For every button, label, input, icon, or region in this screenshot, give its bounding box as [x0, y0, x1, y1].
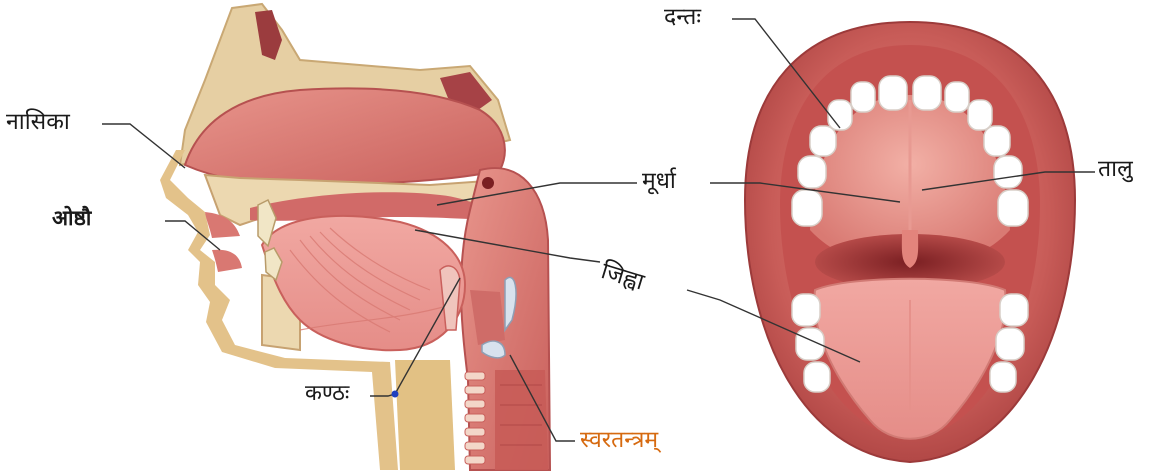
sagittal-head-section [160, 4, 550, 470]
label-oshthau: ओष्ठौ [52, 208, 91, 229]
label-svaratantram: स्वरतन्त्रम् [580, 429, 658, 452]
label-murdha: मूर्धा [642, 170, 676, 193]
kanthah-marker-dot [392, 391, 399, 398]
label-dantah: दन्तः [664, 6, 701, 29]
label-talu: तालु [1098, 158, 1133, 181]
open-mouth-illustration [745, 22, 1075, 462]
label-nasika: नासिका [6, 111, 70, 134]
label-kanthah: कण्ठः [305, 383, 349, 405]
